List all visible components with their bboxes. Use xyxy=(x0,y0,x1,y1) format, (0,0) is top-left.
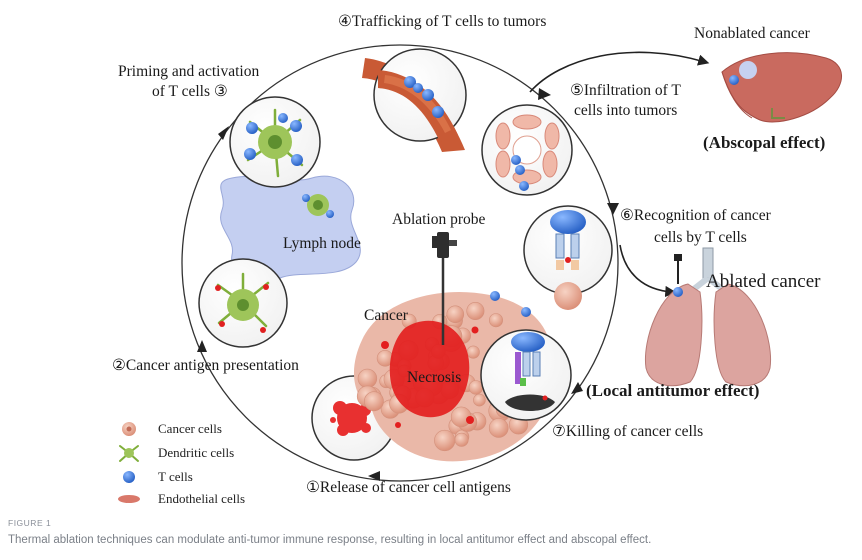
step-3-label-line2: of T cells ③ xyxy=(152,83,228,100)
abscopal-arrow xyxy=(529,51,710,93)
cycle-arrow-2 xyxy=(197,340,207,352)
step-3-label-line1: Priming and activation xyxy=(118,63,260,80)
tumor-cell xyxy=(357,368,378,389)
necrosis-label: Necrosis xyxy=(407,369,462,386)
priming-bubble xyxy=(229,96,321,188)
lymph-dendritic-cell xyxy=(302,194,334,218)
lymph-node-label: Lymph node xyxy=(283,235,361,252)
legend-cancer-cell-icon xyxy=(122,422,136,436)
recognition-bubble xyxy=(523,205,613,310)
cycle-arrow-3 xyxy=(218,126,229,140)
local-effect-arrow xyxy=(619,244,677,298)
tumor-cell xyxy=(488,418,509,438)
tumor-cell xyxy=(454,432,469,447)
step-7-label: ⑦Killing of cancer cells xyxy=(552,423,704,440)
step-5-label-line2: cells into tumors xyxy=(574,102,678,119)
cycle-arrow-6 xyxy=(571,382,583,394)
cycle-arrow-1 xyxy=(368,471,380,481)
ablated-cancer-label: Ablated cancer xyxy=(706,271,821,292)
legend-item-cancer-cells: Cancer cells xyxy=(158,421,222,436)
cycle-arrow-5 xyxy=(607,203,619,215)
ablation-probe xyxy=(432,232,457,345)
lungs-illustration xyxy=(644,247,772,387)
infiltration-bubble xyxy=(481,104,573,196)
immune-cycle-diagram xyxy=(118,44,842,503)
legend-t-cell-icon xyxy=(123,471,135,483)
step-5-label-line1: ⑤Infiltration of T xyxy=(570,82,681,99)
antigen-presentation-bubble xyxy=(198,258,288,348)
legend-endothelial-cell-icon xyxy=(118,495,140,503)
tumor-cell xyxy=(434,429,456,452)
local-antitumor-effect-label: (Local antitumor effect) xyxy=(586,381,760,400)
tumor-cell xyxy=(466,301,485,320)
necrosis-zone xyxy=(389,320,470,418)
tumor-cell xyxy=(466,345,480,359)
tumor-mass xyxy=(353,291,553,462)
figure-caption: Thermal ablation techniques can modulate… xyxy=(8,534,652,546)
cycle-ring xyxy=(181,44,619,482)
tumor-cell xyxy=(446,305,465,324)
killing-bubble xyxy=(480,329,572,421)
nonablated-cancer-label: Nonablated cancer xyxy=(694,25,810,42)
tumor-cell xyxy=(468,380,484,395)
step-2-label: ②Cancer antigen presentation xyxy=(112,357,299,374)
legend-dendritic-cell-icon xyxy=(119,445,139,462)
step-1-label: ①Release of cancer cell antigens xyxy=(306,479,511,496)
legend-item-dendritic-cells: Dendritic cells xyxy=(158,445,235,460)
step-6-label-line1: ⑥Recognition of cancer xyxy=(620,207,771,224)
legend-item-t-cells: T cells xyxy=(158,469,193,484)
abscopal-effect-label: (Abscopal effect) xyxy=(703,133,826,152)
step-4-label: ④Trafficking of T cells to tumors xyxy=(338,13,547,30)
cancer-label: Cancer xyxy=(364,307,408,324)
tumor-cell xyxy=(363,391,384,412)
lymph-node xyxy=(220,175,361,282)
liver-illustration xyxy=(721,52,842,123)
trafficking-bubble xyxy=(362,48,467,152)
legend-item-endothelial-cells: Endothelial cells xyxy=(158,491,246,506)
figure-label: FIGURE 1 xyxy=(8,518,52,528)
tumor-cell xyxy=(473,393,486,407)
cycle-arrow-4 xyxy=(538,88,551,100)
tumor-cell xyxy=(488,313,503,328)
step-6-label-line2: cells by T cells xyxy=(654,229,747,246)
ablation-probe-label: Ablation probe xyxy=(392,211,486,228)
